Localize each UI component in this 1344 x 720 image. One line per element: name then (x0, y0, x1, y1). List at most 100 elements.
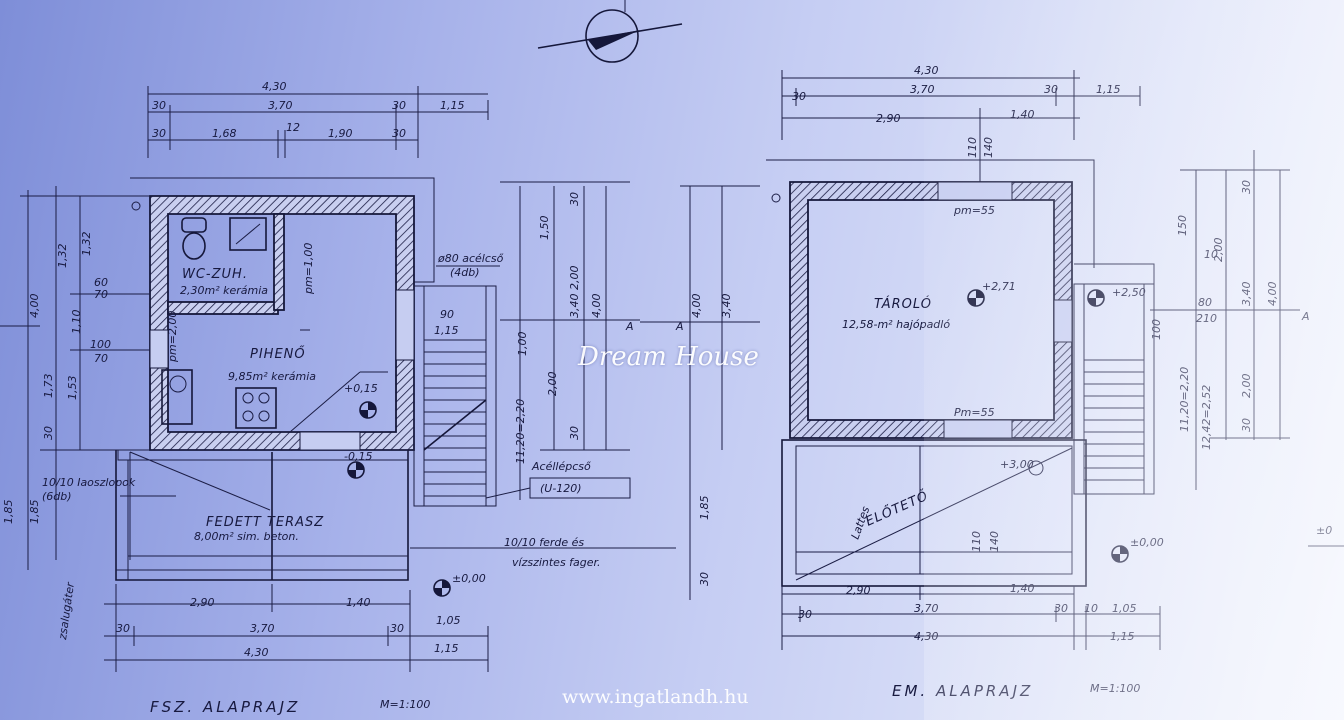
dim-r-200: 2,00 (568, 266, 581, 291)
up-dim-r-150: 150 (1176, 215, 1189, 236)
up-dim-top-140: 1,40 (1010, 108, 1035, 121)
posts-count: (6db) (42, 490, 72, 503)
dim-b-105: 1,05 (436, 614, 461, 627)
dim-top-inner: 3,70 (268, 99, 293, 112)
up-dim-r-400: 4,00 (1266, 282, 1279, 307)
up-dim-b-290: 2,90 (846, 584, 871, 597)
dim-r-185: 1,85 (698, 496, 711, 521)
dim-l-70: 70 (94, 288, 108, 301)
dim-l-173: 1,73 (42, 374, 55, 399)
up-dim-top-115: 1,15 (1096, 83, 1121, 96)
level-marker-icon (1111, 545, 1129, 563)
dim-top-wall-r: 30 (392, 99, 406, 112)
level-marker-icon (433, 579, 451, 597)
up-dim-b-430: 4,30 (914, 630, 939, 643)
dim-r-30: 30 (568, 192, 581, 206)
living-label: PIHENŐ (250, 346, 306, 362)
pm-200: pm=2,00 (166, 311, 179, 363)
up-dim-b-370: 3,70 (914, 602, 939, 615)
dim-l-110: 1,10 (70, 310, 83, 335)
dim-l-70b: 70 (94, 352, 108, 365)
wc-label: WC-ZUH. (182, 267, 248, 282)
beam-note: 10/10 ferde és (504, 536, 584, 549)
dim-b-290: 2,90 (190, 596, 215, 609)
up-dim-top-30: 30 (792, 90, 806, 103)
dim-top2-wall-l: 30 (152, 127, 166, 140)
posts-note: 10/10 Iaoszlopok (42, 476, 136, 489)
up-dim-top-370: 3,70 (910, 83, 935, 96)
ground-floor-plan: 4,30 30 3,70 30 1,15 30 1,68 12 1,90 30 (0, 80, 760, 716)
dim-b-430: 4,30 (244, 646, 269, 659)
dim-l-30: 30 (42, 426, 55, 440)
up-dim-r-30: 30 (1240, 180, 1253, 194)
up-dim-r-200: 2,00 (1212, 238, 1225, 263)
up-dim-b-30: 30 (798, 608, 812, 621)
north-arrow-icon (537, 9, 683, 63)
dim-r-150: 1,50 (538, 216, 551, 241)
canopy-label: ELŐTETŐ (863, 488, 931, 530)
upper-floor-scale: M=1:100 (1090, 682, 1140, 695)
watermark-url: www.ingatlandh.hu (562, 686, 749, 708)
dim-l-153: 1,53 (66, 376, 79, 401)
dim-r-30b: 30 (568, 426, 581, 440)
lattice-note: zsalugáter (56, 580, 77, 641)
up-dim-r-210: 210 (1196, 312, 1217, 325)
dim-top2-partition: 12 (286, 121, 300, 134)
dim-r-400: 4,00 (590, 294, 603, 319)
up-dim-b-30b: 30 (1054, 602, 1068, 615)
up-dim-b-110: 110 (970, 531, 983, 552)
up-dim-r-1120: 11,20=2,20 (1178, 367, 1191, 432)
up-dim-top-290: 2,90 (876, 112, 901, 125)
up-section-mark: A (1301, 310, 1310, 323)
dim-top2-room: 1,90 (328, 127, 353, 140)
dim-l-132b: 1,32 (80, 232, 93, 257)
steel-pipe-count: (4db) (450, 266, 480, 279)
up-dim-b-140: 1,40 (1010, 582, 1035, 595)
upper-floor-title: EM. ALAPRAJZ (892, 682, 1033, 700)
up-dim-b-10: 10 (1084, 602, 1098, 615)
dim-r-1120: 11,20=2,20 (514, 399, 527, 464)
beam-note-2: vízszintes fager. (512, 556, 601, 569)
upper-floor-plan: 4,30 30 3,70 30 1,15 2,90 1,40 110 140 p… (766, 64, 1310, 700)
storage-label: TÁROLÓ (874, 296, 932, 312)
up-dim-110: 110 (966, 137, 979, 158)
dim-90: 90 (440, 308, 454, 321)
up-pm-top: pm=55 (953, 204, 995, 217)
up-dim-r-340: 3,40 (1240, 282, 1253, 307)
level-250: +2,50 (1112, 286, 1146, 299)
pm-100: pm=1,00 (302, 243, 315, 295)
level-minus-015: -0,15 (344, 450, 372, 463)
dim-top-porch: 1,15 (440, 99, 465, 112)
ground-floor-title: FSZ. ALAPRAJZ (150, 698, 300, 716)
steel-stair-note: Acéllépcső (531, 460, 591, 473)
dim-l-185b: 1,85 (28, 500, 41, 525)
dim-top-wall-l: 30 (152, 99, 166, 112)
dim-r-340: 3,40 (568, 294, 581, 319)
dim-b-115: 1,15 (434, 642, 459, 655)
up-dim-b-105: 1,05 (1112, 602, 1137, 615)
up-dim-top-total: 4,30 (914, 64, 939, 77)
ground-floor-scale: M=1:100 (380, 698, 430, 711)
dim-b-370: 3,70 (250, 622, 275, 635)
dim-r-200b: 2,00 (546, 372, 559, 397)
dim-l-132: 1,32 (56, 244, 69, 269)
dim-115: 1,15 (434, 324, 459, 337)
dim-l-400: 4,00 (28, 294, 41, 319)
dim-b-140: 1,40 (346, 596, 371, 609)
dim-top2-wc: 1,68 (212, 127, 237, 140)
terrace-area: 8,00m² sim. beton. (194, 530, 299, 543)
level-zero: ±0,00 (452, 572, 486, 585)
up-dim-b-140v: 140 (988, 531, 1001, 552)
section-mark-a1: A (625, 320, 634, 333)
storage-area: 12,58-m² hajópadló (842, 318, 950, 331)
up-dim-b-115: 1,15 (1110, 630, 1135, 643)
dim-r-400b: 4,00 (690, 294, 703, 319)
dim-top-total: 4,30 (262, 80, 287, 93)
up-dim-r-1242: 12,42=2,52 (1200, 385, 1213, 450)
dim-l-60: 60 (94, 276, 108, 289)
dim-r-340b: 3,40 (720, 294, 733, 319)
up-dim-r-80: 80 (1198, 296, 1212, 309)
wc-area: 2,30m² kerámia (180, 284, 268, 297)
dim-r-30c: 30 (698, 572, 711, 586)
level-marker-icon (1087, 289, 1105, 307)
